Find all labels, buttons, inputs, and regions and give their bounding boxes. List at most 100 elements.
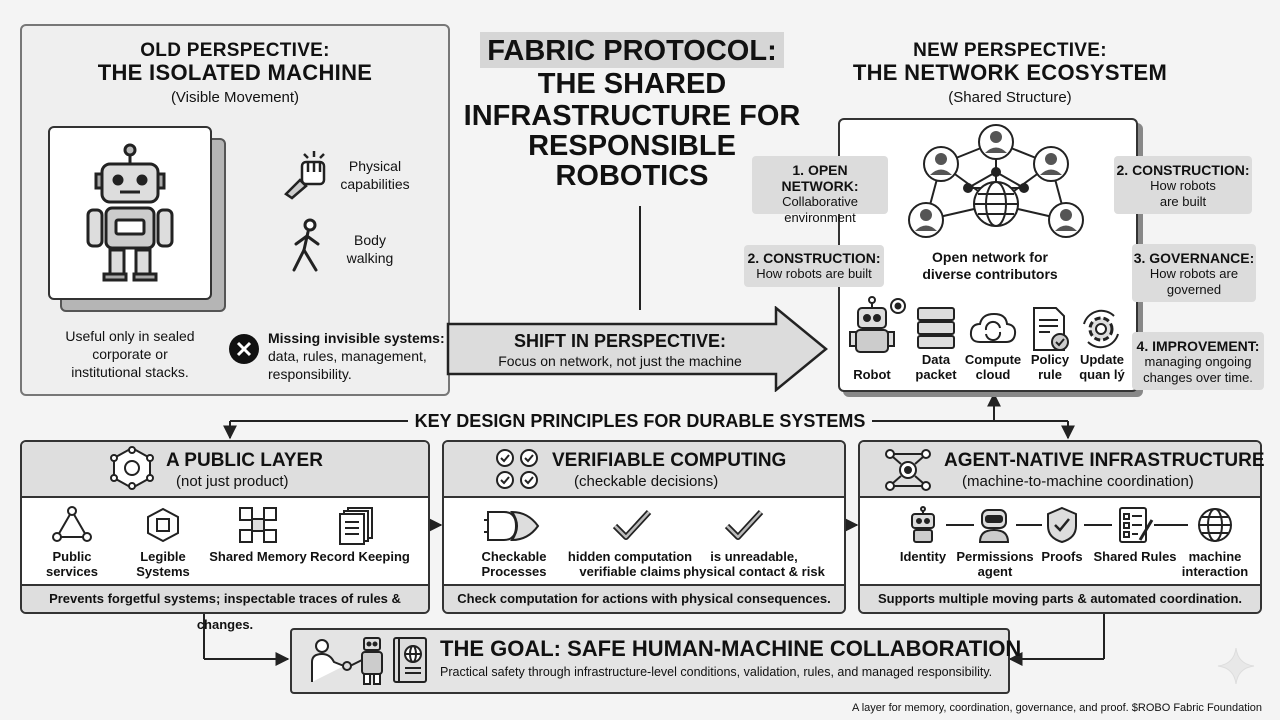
public-layer-subtitle: (not just product) <box>176 473 289 490</box>
principles-title: KEY DESIGN PRINCIPLES FOR DURABLE SYSTEM… <box>414 411 866 431</box>
old-title-line1: OLD PERSPECTIVE: <box>140 40 330 61</box>
center-title-line4: RESPONSIBLE <box>528 130 736 162</box>
tag-construction-left: 2. CONSTRUCTION: How robots are built <box>744 245 884 287</box>
useful-line3: institutional stacks. <box>71 364 189 380</box>
capability-physical-label2: capabilities <box>340 176 410 192</box>
agent-item-5-label2: interaction <box>1181 564 1249 579</box>
goal-title: THE GOAL: SAFE HUMAN-MACHINE COLLABORATI… <box>440 636 1022 661</box>
verifiable-item-3-label2: physical contact & risk <box>683 564 825 579</box>
network-label-line1: Open network for <box>932 249 1048 265</box>
eco-item-policy-label1: Policy <box>1030 352 1070 367</box>
shared-memory-icon <box>239 507 277 543</box>
agent-native-title: AGENT-NATIVE INFRASTRUCTURE <box>944 450 1265 471</box>
new-title-line2: THE NETWORK ECOSYSTEM <box>852 60 1168 85</box>
eco-item-compute-label2: cloud <box>975 367 1011 382</box>
public-item-3-label1: Shared Memory <box>209 549 307 564</box>
tag-construction-left-title: 2. CONSTRUCTION: <box>747 250 881 266</box>
center-title-highlight <box>480 32 784 68</box>
passport-book-icon <box>393 637 427 683</box>
public-layer-header <box>22 442 428 498</box>
useful-line1: Useful only in sealed <box>65 328 195 344</box>
shift-title: SHIFT IN PERSPECTIVE: <box>513 331 727 351</box>
verifiable-item-2-label1: hidden computation <box>567 549 693 564</box>
tag-construction-right: 2. CONSTRUCTION: How robots are built <box>1114 156 1252 214</box>
robot-network-icon <box>885 449 931 491</box>
close-x-icon <box>229 334 259 364</box>
footer-note: A layer for memory, coordination, govern… <box>851 702 1262 714</box>
agent-item-2-label2: agent <box>977 564 1013 579</box>
center-title-line2: THE SHARED <box>537 68 727 100</box>
new-subtitle: (Shared Structure) <box>948 89 1072 106</box>
public-layer-footer: Prevents forgetful systems; inspectable … <box>22 584 428 632</box>
verifiable-title: VERIFIABLE COMPUTING <box>552 450 787 471</box>
tag-improvement: 4. IMPROVEMENT: managing ongoing changes… <box>1132 332 1264 390</box>
eco-item-data-label2: packet <box>915 367 957 382</box>
agent-item-4-label1: Shared Rules <box>1093 549 1177 564</box>
update-gear-icon <box>1083 309 1119 349</box>
globe-interaction-icon <box>1198 508 1232 542</box>
tag-improvement-line2: changes over time. <box>1143 370 1253 385</box>
tag-open-network-title: 1. OPEN NETWORK: <box>781 162 859 194</box>
shift-arrow <box>446 306 828 392</box>
identity-robot-icon <box>911 506 935 543</box>
eco-item-update-label2: quan lý <box>1079 367 1125 382</box>
tag-governance-title: 3. GOVERNANCE: <box>1133 250 1255 266</box>
verifiable-item-2-label2: verifiable claims <box>579 564 681 579</box>
tag-governance: 3. GOVERNANCE: How robots are governed <box>1132 244 1256 302</box>
public-item-2-label1: Legible <box>140 549 186 564</box>
verifiable-subtitle: (checkable decisions) <box>574 473 719 490</box>
old-subtitle: (Visible Movement) <box>170 89 300 106</box>
fist-arm-icon <box>284 151 326 200</box>
missing-line2: responsibility. <box>268 366 352 382</box>
agent-item-3-label1: Proofs <box>1041 549 1083 564</box>
tag-construction-right-line2: are built <box>1159 194 1207 209</box>
tag-open-network-line2: environment <box>784 210 856 225</box>
public-item-2-label2: Systems <box>136 564 190 579</box>
verifiable-item-1-label1: Checkable <box>481 549 547 564</box>
verifiable-item-1-label2: Processes <box>481 564 547 579</box>
eco-item-data-label1: Data <box>921 352 951 367</box>
useful-line2: corporate or <box>92 346 168 362</box>
eco-item-policy-label2: rule <box>1038 367 1062 382</box>
agent-native-subtitle: (machine-to-machine coordination) <box>962 473 1194 490</box>
tag-governance-line1: How robots are <box>1149 266 1239 281</box>
rules-checklist-icon <box>1119 507 1154 543</box>
agent-item-1-label1: Identity <box>899 549 947 564</box>
checkmark-icon-1 <box>612 509 652 540</box>
goal-subtitle: Practical safety through infrastructure-… <box>440 665 993 679</box>
verifiable-footer: Check computation for actions with physi… <box>444 584 844 612</box>
old-title-line2: THE ISOLATED MACHINE <box>97 60 373 85</box>
data-packet-icon <box>917 307 955 349</box>
agent-item-2-label1: Permissions <box>956 549 1034 564</box>
policy-document-icon <box>1033 307 1069 351</box>
permissions-agent-icon <box>978 509 1010 543</box>
eco-item-robot-label1: Robot <box>853 367 891 382</box>
capability-walking-label1: Body <box>354 232 386 248</box>
handshake-human-robot-icon <box>311 637 383 685</box>
public-item-4-label1: Record Keeping <box>310 549 410 564</box>
public-item-1-label1: Public <box>52 549 92 564</box>
agent-item-5-label1: machine <box>1188 549 1242 564</box>
center-title-line5: ROBOTICS <box>555 160 709 192</box>
checkmark-grid-icon <box>496 449 538 489</box>
triangle-nodes-icon <box>52 506 92 542</box>
walking-person-icon <box>292 218 320 272</box>
tag-construction-right-title: 2. CONSTRUCTION: <box>1116 162 1250 178</box>
public-item-1-label2: services <box>45 564 99 579</box>
shield-proof-icon <box>1047 506 1077 544</box>
robot-gear-icon <box>849 296 906 353</box>
legible-cube-icon <box>147 507 179 543</box>
sparkle-icon <box>1217 647 1255 685</box>
eco-item-update-label1: Update <box>1079 352 1125 367</box>
tag-open-network-line1: Collaborative <box>782 194 858 209</box>
logic-gate-icon <box>484 510 540 542</box>
capability-physical-label1: Physical <box>348 158 402 174</box>
tag-open-network: 1. OPEN NETWORK: Collaborative environme… <box>752 156 888 225</box>
compute-cloud-icon <box>969 312 1017 343</box>
tag-construction-right-line1: How robots <box>1150 178 1216 193</box>
center-title-line1: FABRIC PROTOCOL: <box>487 35 777 67</box>
shift-subtitle: Focus on network, not just the machine <box>498 353 742 369</box>
new-title-line1: NEW PERSPECTIVE: <box>913 40 1107 61</box>
missing-title: Missing invisible systems: <box>268 330 445 346</box>
tag-improvement-line1: managing ongoing <box>1144 354 1252 369</box>
